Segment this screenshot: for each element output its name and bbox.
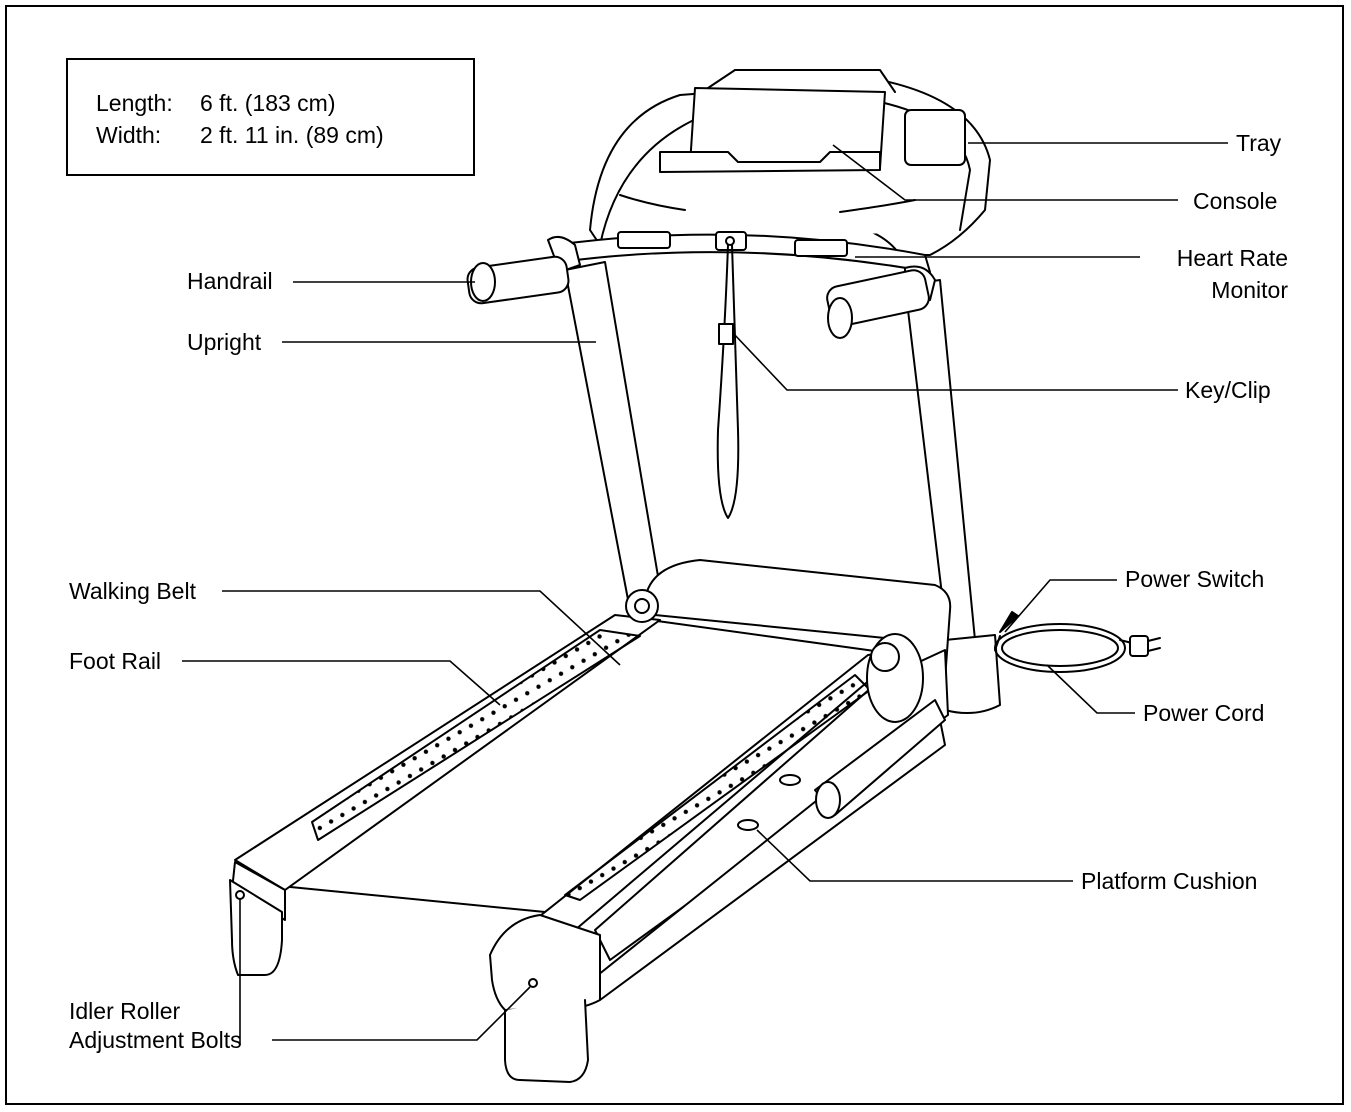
power-cord — [994, 611, 1161, 673]
width-value: 2 ft. 11 in. (89 cm) — [200, 122, 384, 148]
length-label: Length: — [96, 90, 173, 116]
width-label: Width: — [96, 122, 162, 148]
right-handrail — [826, 265, 936, 339]
left-end-cap — [229, 861, 286, 976]
left-foot-rail — [234, 589, 661, 891]
label-heart-rate-monitor-line2: Monitor — [1211, 277, 1288, 303]
right-foot-rail — [534, 633, 924, 931]
label-power-cord: Power Cord — [1143, 700, 1265, 726]
platform-cushion — [737, 774, 801, 831]
left-upright — [564, 261, 663, 611]
label-console: Console — [1193, 188, 1278, 214]
label-handrail: Handrail — [187, 268, 273, 294]
handlebar-crossbar — [554, 231, 931, 273]
right-end-cap — [489, 914, 601, 1083]
label-idler-roller-line2: Adjustment Bolts — [69, 1027, 242, 1053]
leader-foot-rail — [182, 660, 501, 706]
leader-key-clip — [732, 332, 1178, 391]
left-handrail — [466, 235, 581, 305]
leader-platform-cushion — [756, 829, 1073, 882]
label-heart-rate-monitor-line1: Heart Rate — [1176, 245, 1288, 271]
console-hood — [589, 69, 991, 256]
leader-power-switch — [1004, 579, 1117, 633]
leader-console — [832, 144, 1178, 201]
leader-idler-roller-right — [272, 986, 531, 1041]
width-row: Width: 2 ft. 11 in. (89 cm) — [96, 122, 384, 149]
label-key-clip: Key/Clip — [1185, 377, 1271, 403]
label-foot-rail: Foot Rail — [69, 648, 162, 674]
length-value: 6 ft. (183 cm) — [200, 90, 336, 116]
leader-power-cord — [1046, 664, 1135, 714]
label-tray: Tray — [1236, 130, 1282, 156]
key-clip — [716, 244, 740, 519]
base-frame — [594, 649, 949, 1001]
dimensions-box: Length: 6 ft. (183 cm) Width: 2 ft. 11 in.… — [66, 58, 475, 176]
diagram-frame — [5, 5, 1344, 1105]
label-upright: Upright — [187, 329, 262, 355]
label-walking-belt: Walking Belt — [69, 578, 196, 604]
length-row: Length: 6 ft. (183 cm) — [96, 90, 335, 117]
label-platform-cushion: Platform Cushion — [1081, 868, 1258, 894]
label-idler-roller-line1: Idler Roller — [69, 998, 181, 1024]
leader-walking-belt — [222, 590, 621, 666]
label-power-switch: Power Switch — [1125, 566, 1265, 592]
